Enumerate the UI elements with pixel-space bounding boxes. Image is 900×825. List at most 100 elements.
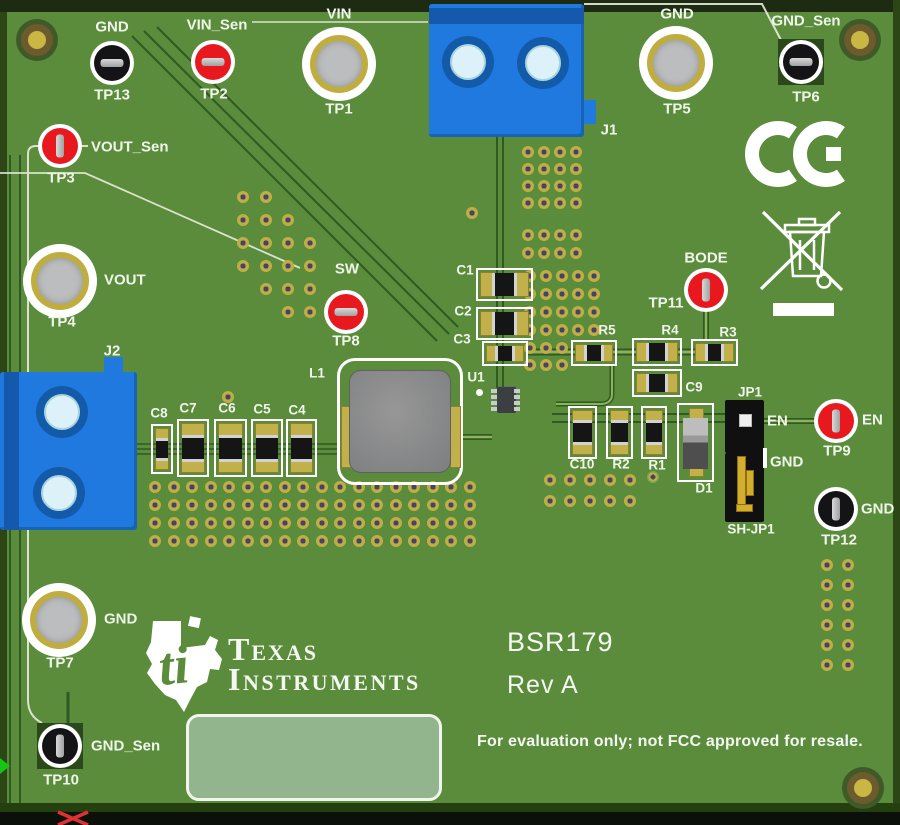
via [821, 659, 833, 671]
via [297, 499, 309, 511]
test-point-slot [789, 58, 813, 66]
via [463, 499, 476, 511]
ic-pin [514, 407, 520, 411]
jumper-pin-label-en: EN [767, 412, 788, 430]
via [564, 495, 576, 507]
via [445, 517, 457, 529]
mount-hole-center [851, 31, 869, 49]
via [556, 342, 568, 354]
via [304, 260, 316, 272]
net-label-tp8: SW [334, 260, 360, 278]
via [260, 237, 272, 249]
via [570, 229, 582, 241]
solder-pad [645, 443, 663, 455]
component-body [573, 420, 592, 445]
via [522, 247, 534, 259]
connector-hole-center [44, 394, 80, 430]
net-label-tp9: EN [862, 411, 883, 429]
via [304, 237, 316, 249]
test-point-tp12 [814, 487, 858, 531]
via [564, 474, 576, 486]
via [570, 197, 582, 209]
via [426, 535, 439, 547]
connector-hole-center [450, 44, 486, 80]
designator-tp11: TP11 [648, 294, 684, 312]
connector-tab [584, 100, 596, 124]
test-point-tp11 [684, 268, 728, 312]
via [821, 579, 833, 591]
connector-hole [442, 36, 494, 88]
connector-strip [4, 372, 19, 530]
mount-hole-center [854, 779, 872, 797]
via [821, 599, 833, 611]
via [167, 535, 180, 547]
net-label-tp2: VIN_Sen [186, 16, 248, 34]
via [241, 535, 254, 547]
component-body [584, 345, 604, 361]
via [588, 306, 600, 318]
designator-r4: R4 [661, 322, 679, 338]
via [389, 517, 402, 529]
via [842, 659, 854, 671]
via [304, 283, 316, 295]
brand-texas: Texas [228, 631, 319, 667]
board-edge-bottom [0, 803, 900, 813]
via [538, 163, 550, 175]
via [572, 306, 584, 318]
component-u1 [489, 385, 522, 415]
via [282, 306, 294, 318]
ic-pin [491, 389, 497, 393]
designator-tp13: TP13 [94, 86, 130, 104]
via [315, 517, 328, 529]
designator-c2: C2 [454, 303, 472, 319]
via [540, 324, 552, 336]
via [186, 517, 198, 529]
via [540, 288, 552, 300]
via [821, 639, 833, 651]
designator-c3: C3 [453, 331, 471, 347]
via [556, 288, 568, 300]
brand-instruments: Instruments [228, 661, 421, 697]
via [204, 535, 217, 547]
designator-r3: R3 [719, 324, 737, 340]
solder-pad [572, 443, 593, 455]
via [186, 499, 198, 511]
test-point-tp10 [38, 724, 82, 768]
via [186, 535, 198, 547]
designator-r1: R1 [648, 457, 666, 473]
via [647, 471, 659, 483]
via [334, 481, 346, 493]
via [352, 517, 365, 529]
component-c2 [476, 307, 533, 340]
via [149, 499, 161, 511]
via [389, 535, 402, 547]
test-point-tp2 [191, 40, 235, 84]
designator-r2: R2 [612, 456, 630, 472]
via [556, 306, 568, 318]
component-c4 [286, 419, 317, 477]
shunt-handle [746, 470, 754, 496]
via [540, 270, 552, 282]
via [167, 499, 180, 511]
via [260, 283, 272, 295]
component-c10 [568, 406, 597, 459]
component-r2 [606, 406, 633, 459]
solder-pad [666, 373, 678, 393]
component-body [611, 420, 628, 445]
board-edge-right [893, 0, 900, 804]
via [426, 499, 439, 511]
solder-pad [255, 460, 279, 473]
solder-pad [218, 460, 243, 473]
via [538, 197, 550, 209]
via [260, 517, 272, 529]
jumper-pin-label-gnd: GND [770, 453, 804, 471]
test-point-slot [832, 409, 840, 433]
test-point-tp1 [302, 27, 376, 101]
via [297, 517, 309, 529]
component-sh-jp1 [725, 453, 764, 522]
component-c6 [214, 419, 247, 477]
via [604, 495, 616, 507]
designator-jp1: JP1 [737, 384, 763, 400]
test-point-tp6 [779, 40, 823, 84]
jumper-tick [763, 448, 767, 468]
